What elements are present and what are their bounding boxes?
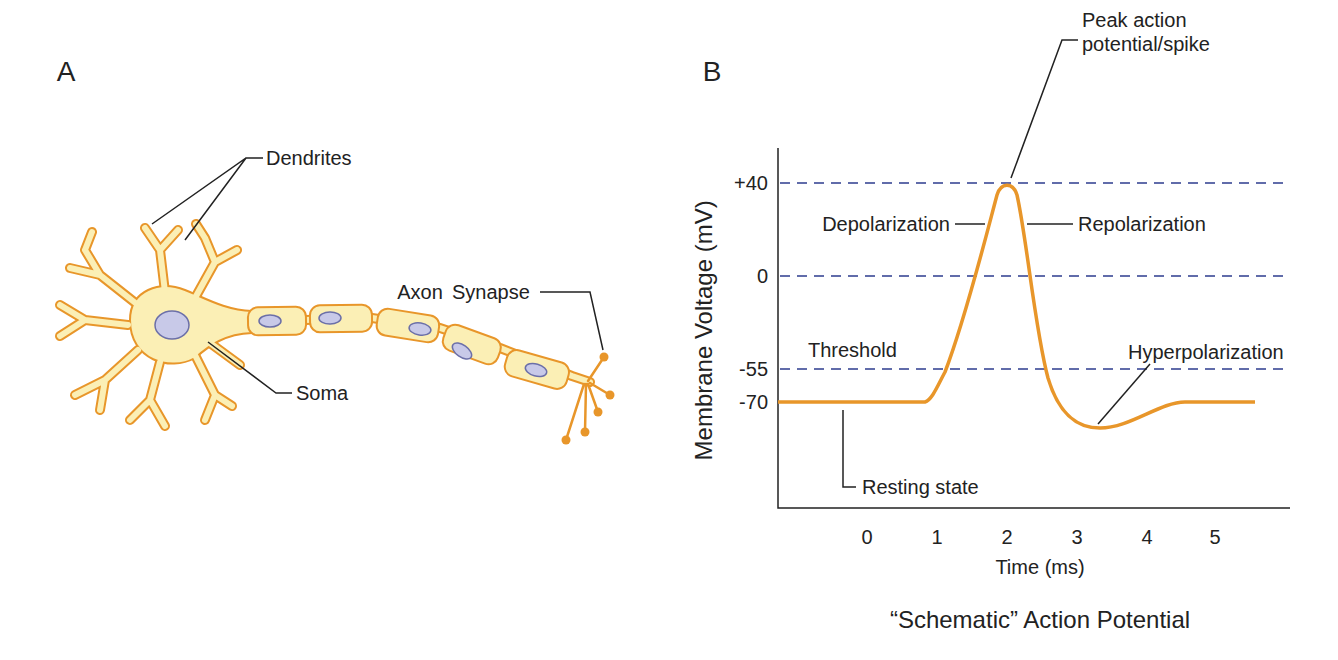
action-potential-curve (778, 185, 1255, 428)
phase-label: Resting state (862, 475, 979, 499)
threshold-label: Threshold (808, 338, 897, 362)
axis-title: Membrane Voltage (mV) (690, 200, 719, 460)
leader-lines (843, 40, 1150, 487)
axis-tick-label: 5 (1209, 525, 1220, 549)
axis-title: Time (ms) (995, 555, 1084, 579)
leader-lines (152, 158, 603, 393)
axis-tick-label: -55 (739, 357, 768, 381)
chart-axes (778, 148, 1290, 508)
reference-lines (780, 183, 1286, 369)
axis-tick-label: +40 (734, 171, 768, 195)
part-label: Axon (397, 280, 443, 304)
axis-tick-label: 4 (1141, 525, 1152, 549)
panel-letter: B (703, 55, 722, 89)
callout-label: Peak action potential/spike (1082, 8, 1252, 56)
part-label: Dendrites (266, 146, 352, 170)
phase-label: Depolarization (822, 212, 950, 236)
axis-tick-label: 2 (1001, 525, 1012, 549)
axis-tick-label: -70 (739, 390, 768, 414)
neuron-illustration (60, 224, 615, 445)
part-label: Soma (296, 381, 348, 405)
figure-caption: “Schematic” Action Potential (890, 606, 1190, 635)
axis-tick-label: 3 (1071, 525, 1082, 549)
axis-tick-label: 0 (861, 525, 872, 549)
phase-label: Repolarization (1078, 212, 1206, 236)
panel-letter: A (57, 55, 76, 89)
axis-tick-label: 1 (931, 525, 942, 549)
phase-label: Hyperpolarization (1128, 340, 1284, 364)
axis-tick-label: 0 (757, 264, 768, 288)
part-label: Synapse (452, 280, 530, 304)
